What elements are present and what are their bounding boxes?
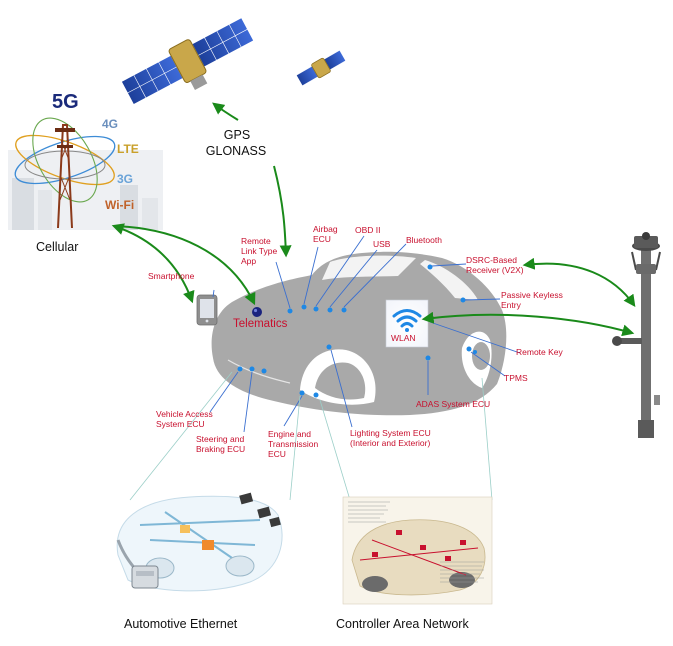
usb-label: USB (373, 239, 391, 249)
ecu-markers (237, 264, 477, 398)
tpms-label: TPMS (504, 373, 528, 383)
tag-wifi: Wi-Fi (105, 198, 135, 212)
roadside-unit-icon (612, 232, 661, 438)
can-label: Controller Area Network (336, 617, 469, 631)
automotive-ethernet-label: Automotive Ethernet (124, 617, 238, 631)
car-silhouette (211, 251, 507, 416)
connector-lines (129, 371, 493, 501)
cellular-label: Cellular (36, 240, 79, 254)
tag-4g: 4G (102, 117, 119, 131)
cell-tower-icon (8, 117, 163, 230)
telematics-module-icon (252, 307, 262, 317)
wlan-icon (385, 299, 429, 348)
smartphone-label: Smartphone (148, 271, 195, 281)
lighting-ecu-label: Lighting System ECU(Interior and Exterio… (350, 428, 431, 448)
telematics-label: Telematics (233, 318, 288, 330)
satellite-icon-large (120, 17, 255, 106)
wlan-label: WLAN (391, 333, 416, 343)
gps-label: GPS (223, 128, 251, 142)
obd-label: OBD II (355, 225, 381, 235)
adas-ecu-label: ADAS System ECU (416, 399, 491, 409)
smartphone-icon (196, 294, 218, 326)
remote-key-label: Remote Key (516, 347, 563, 357)
can-network-illustration (342, 496, 493, 605)
connection-arrows (111, 102, 636, 337)
glonass-label: GLONASS (205, 144, 267, 158)
satellite-icon-small (296, 49, 346, 87)
bluetooth-label: Bluetooth (406, 235, 442, 245)
tag-lte: LTE (117, 142, 139, 156)
automotive-ethernet-illustration (116, 492, 283, 592)
tag-3g: 3G (117, 172, 134, 186)
tag-5g: 5G (52, 91, 79, 113)
